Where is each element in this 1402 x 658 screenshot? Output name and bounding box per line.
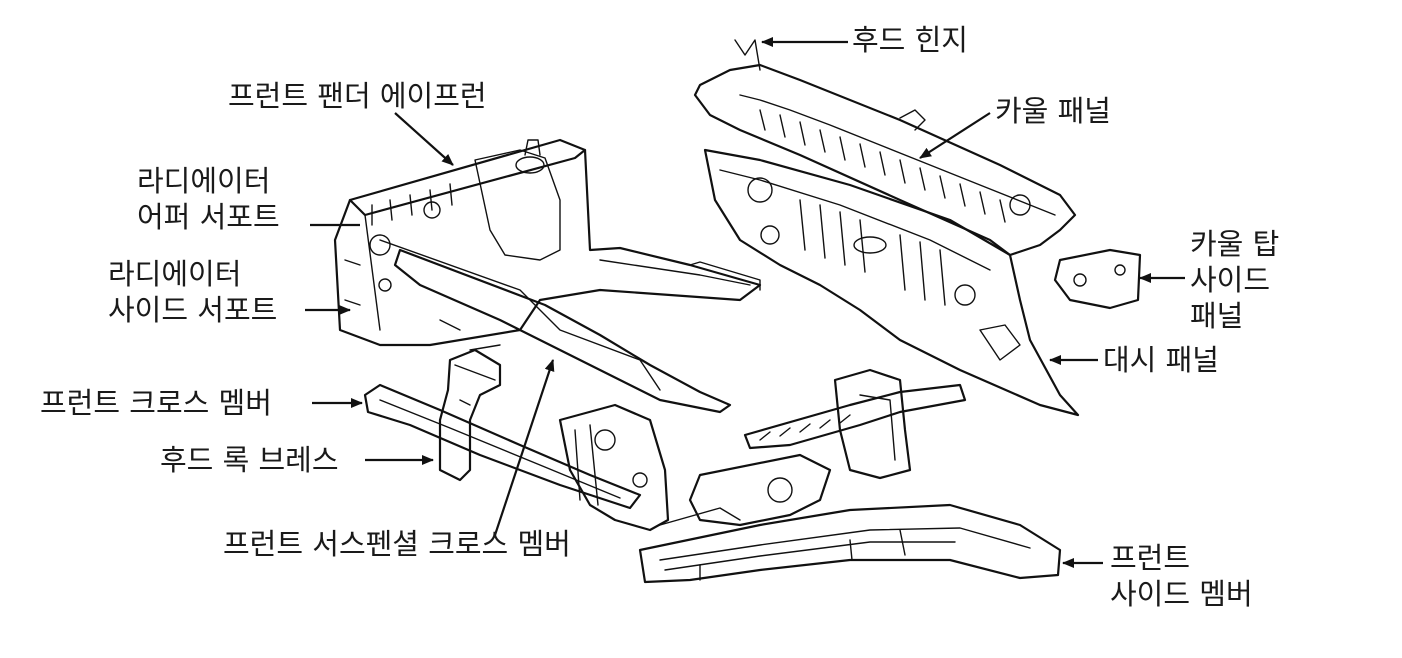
label-cowl-panel: 카울 패널 bbox=[995, 94, 1111, 128]
label-line: 사이드 서포트 bbox=[108, 293, 278, 327]
cowl-panel-part bbox=[693, 39, 1142, 310]
label-line: 어퍼 서포트 bbox=[137, 200, 280, 234]
label-radiator-side-support: 라디에이터 사이드 서포트 bbox=[108, 256, 277, 328]
label-front-side-member: 프런트 사이드 멤버 bbox=[1110, 540, 1253, 612]
label-cowl-top-side-panel: 카울 탑 사이드 패널 bbox=[1190, 226, 1279, 334]
label-front-fender-apron: 프런트 팬더 에이프런 bbox=[228, 79, 487, 113]
leader-lines bbox=[305, 37, 1185, 568]
label-hood-hinge: 후드 힌지 bbox=[852, 23, 968, 57]
label-line: 라디에이터 bbox=[137, 164, 271, 198]
leader-front-suspension-cross-member bbox=[493, 359, 555, 536]
label-front-cross-member: 프런트 크로스 멤버 bbox=[40, 386, 272, 420]
label-dash-panel: 대시 패널 bbox=[1103, 343, 1219, 377]
leader-cowl-panel bbox=[919, 112, 991, 159]
label-line: 카울 탑 bbox=[1190, 227, 1280, 261]
front-side-member-part bbox=[638, 368, 1062, 584]
label-line: 사이드 bbox=[1190, 263, 1271, 297]
front-suspension-cross-member-part bbox=[558, 403, 670, 532]
leader-front-fender-apron bbox=[394, 112, 454, 166]
label-line: 패널 bbox=[1190, 299, 1244, 333]
label-front-suspension-cross-member: 프런트 서스펜셜 크로스 멤버 bbox=[223, 527, 571, 561]
label-hood-lock-brace: 후드 록 브레스 bbox=[160, 443, 339, 477]
dash-panel-part bbox=[703, 148, 1080, 417]
label-line: 사이드 멤버 bbox=[1110, 577, 1253, 611]
label-line: 라디에이터 bbox=[108, 257, 242, 291]
label-line: 프런트 bbox=[1110, 541, 1191, 575]
front-cross-member-part bbox=[363, 348, 642, 510]
label-radiator-upper-support: 라디에이터 어퍼 서포트 bbox=[137, 163, 280, 235]
front-fender-apron-part bbox=[333, 138, 762, 414]
